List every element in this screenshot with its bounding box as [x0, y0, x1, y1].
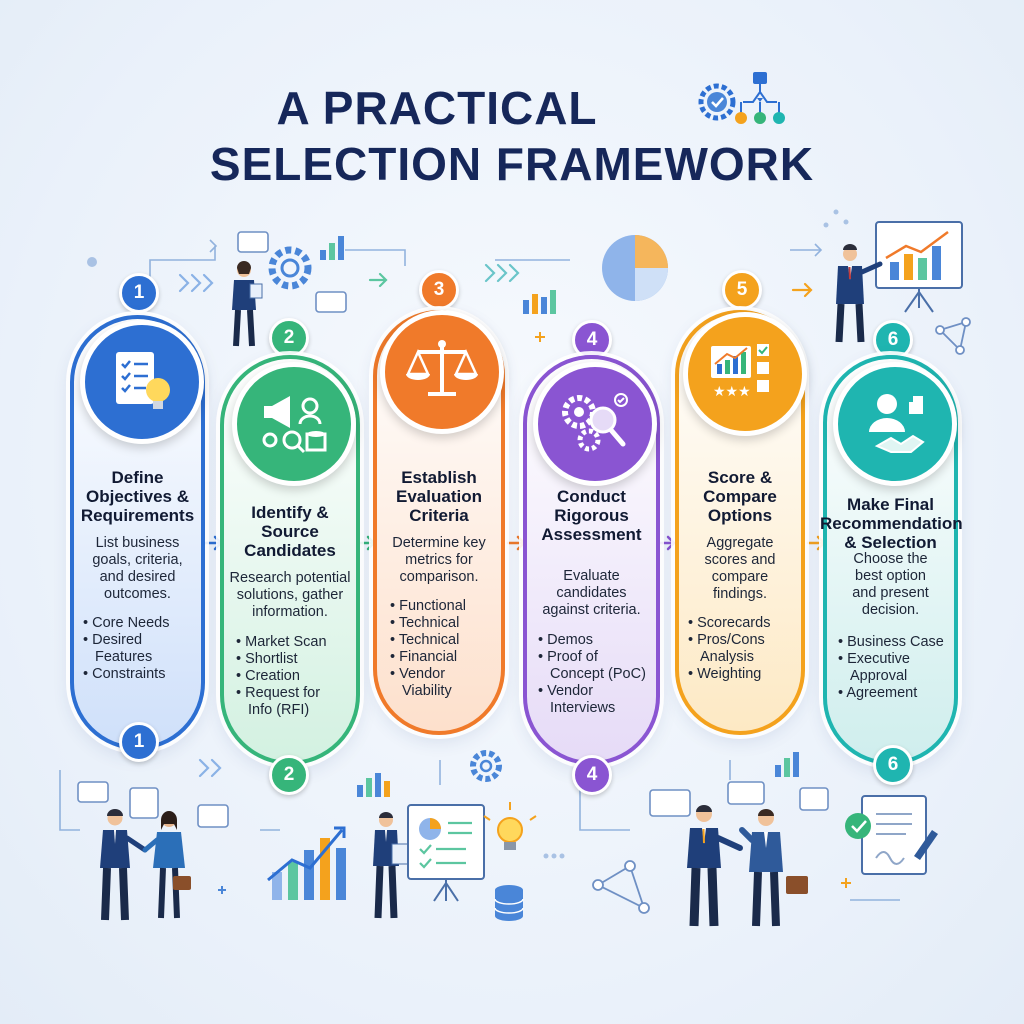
- step-1-bullet: Desired Features: [83, 632, 198, 666]
- step-2-bullet: Creation: [236, 668, 354, 685]
- step-4-bullets: Demos Proof of Concept (PoC) Vendor Inte…: [538, 632, 656, 717]
- step-1-bullet: Constraints: [83, 666, 198, 683]
- handshake-approval-icon: [833, 362, 957, 486]
- checklist-lightbulb-icon: [80, 320, 204, 444]
- title-line-2: SELECTION FRAMEWORK: [209, 138, 815, 190]
- step-4-bottom-badge: 4: [572, 755, 612, 795]
- step-3-title: Establish Evaluation Criteria: [396, 468, 482, 525]
- step-4-description: Evaluate candidates against criteria.: [542, 568, 641, 618]
- step-6-bullet: Business Case: [838, 634, 956, 651]
- page-title: A PRACTICAL SELECTION FRAMEWORK: [0, 80, 1024, 192]
- step-3-top-badge: 3: [419, 270, 459, 310]
- step-5-description: Aggregate scores and compare findings.: [704, 535, 776, 602]
- step-5-top-badge: 5: [722, 270, 762, 310]
- title-line-1: A PRACTICAL: [276, 82, 598, 134]
- step-3-bullet: Financial: [390, 649, 498, 666]
- step-3-bullet: Technical: [390, 615, 498, 632]
- step-2-bullet: Market Scan: [236, 634, 354, 651]
- step-5-bullet: Scorecards: [688, 615, 798, 632]
- svg-text:★★★: ★★★: [713, 384, 751, 400]
- step-6-description: Choose the best option and present decis…: [852, 551, 929, 618]
- step-2-bullets: Market Scan Shortlist Creation Request f…: [236, 634, 354, 719]
- megaphone-search-icon: [232, 362, 356, 486]
- step-6-top-badge: 6: [873, 320, 913, 360]
- step-2-description: Research potential solutions, gather inf…: [229, 570, 351, 620]
- step-6-title: Make Final Recommendation & Selection: [820, 495, 963, 552]
- step-1-bullets: Core Needs Desired Features Constraints: [83, 615, 198, 683]
- scorecard-chart-icon: ★★★: [683, 312, 807, 436]
- step-4-title: Conduct Rigorous Assessment: [541, 487, 642, 544]
- step-1-title: Define Objectives & Requirements: [80, 468, 195, 525]
- step-4-bullet: Proof of Concept (PoC): [538, 649, 656, 683]
- step-4-bullet: Vendor Interviews: [538, 683, 656, 717]
- step-1-description: List business goals, criteria, and desir…: [92, 535, 183, 602]
- step-2-bullet: Request for Info (RFI): [236, 685, 354, 719]
- step-5-title: Score & Compare Options: [703, 468, 777, 525]
- step-5-bullet: Weighting: [688, 666, 798, 683]
- step-3-description: Determine key metrics for comparison.: [392, 535, 486, 585]
- step-3-bullet: Vendor Viability: [390, 666, 498, 700]
- step-4-bullet: Demos: [538, 632, 656, 649]
- step-6-bullets: Business Case Executive Approval Agreeme…: [838, 634, 956, 702]
- step-2-title: Identify & Source Candidates: [244, 503, 336, 560]
- step-6-bottom-badge: 6: [873, 745, 913, 785]
- step-3-bullet: Functional: [390, 598, 498, 615]
- step-1-bottom-badge: 1: [119, 722, 159, 762]
- step-2-bullet: Shortlist: [236, 651, 354, 668]
- balance-scale-icon: [380, 310, 504, 434]
- step-3-bullets: Functional Technical Technical Financial…: [390, 598, 498, 700]
- step-5-bullet: Pros/Cons Analysis: [688, 632, 798, 666]
- step-4-top-badge: 4: [572, 320, 612, 360]
- step-1-top-badge: 1: [119, 273, 159, 313]
- step-3-bullet: Technical: [390, 632, 498, 649]
- step-6-bullet: Agreement: [838, 685, 956, 702]
- step-2-top-badge: 2: [269, 318, 309, 358]
- gears-magnifier-icon: [533, 362, 657, 486]
- step-5-bullets: Scorecards Pros/Cons Analysis Weighting: [688, 615, 798, 683]
- step-2-bottom-badge: 2: [269, 755, 309, 795]
- step-6-bullet: Executive Approval: [838, 651, 956, 685]
- step-1-bullet: Core Needs: [83, 615, 198, 632]
